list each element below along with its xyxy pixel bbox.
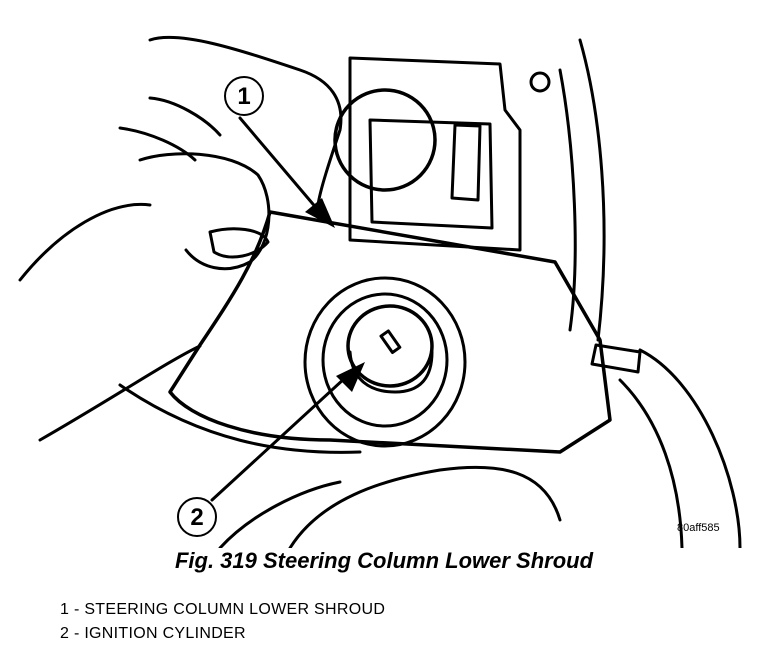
key-slot [379, 329, 402, 354]
legend-item-2: 2 - IGNITION CYLINDER [60, 625, 246, 642]
ignition-bezel-outer [303, 276, 467, 448]
callout-1-circle [224, 76, 264, 116]
callout-2-number: 2 [190, 504, 203, 531]
ignition-cylinder-face [346, 304, 434, 388]
fingernail [208, 227, 270, 259]
column-bracket [348, 56, 522, 252]
shroud-left-edge [38, 344, 202, 442]
column-bracket-inner [368, 118, 494, 230]
sleeve-fold [218, 480, 342, 548]
shroud-illustration: 1 2 [18, 35, 742, 548]
bracket-slot [450, 123, 482, 202]
callout-2-circle [177, 497, 217, 537]
legend-item-1: 1 - STEERING COLUMN LOWER SHROUD [60, 601, 386, 618]
hand-crease-1 [148, 96, 222, 137]
panel-screw-hole [529, 71, 551, 93]
legend: 1 - STEERING COLUMN LOWER SHROUD 2 - IGN… [60, 598, 385, 646]
callout-2-leader [210, 376, 347, 502]
lower-trim-inner [618, 378, 684, 548]
ignition-bezel-inner [321, 292, 449, 428]
lower-shroud-outline [168, 210, 612, 454]
hand-outline [148, 35, 343, 207]
shroud-bottom-edge [118, 383, 362, 454]
callout-2-arrowhead [336, 362, 365, 392]
figure-reference-code: 80aff585 [677, 522, 720, 534]
trim-panel-edge [578, 38, 606, 342]
figure-caption: Fig. 319 Steering Column Lower Shroud [174, 548, 594, 573]
lower-trim-curve [638, 348, 742, 548]
callout-1-leader [238, 116, 320, 212]
multifunction-knob [333, 88, 437, 192]
callout-1-number: 1 [237, 83, 250, 110]
hand-crease-2 [118, 126, 197, 162]
trim-panel-inner [558, 68, 577, 332]
hand-lower [18, 202, 152, 282]
sleeve-edge [288, 465, 562, 548]
lower-trim-tab [590, 343, 642, 374]
callout-1-arrowhead [305, 198, 335, 228]
hand-finger [138, 152, 271, 271]
